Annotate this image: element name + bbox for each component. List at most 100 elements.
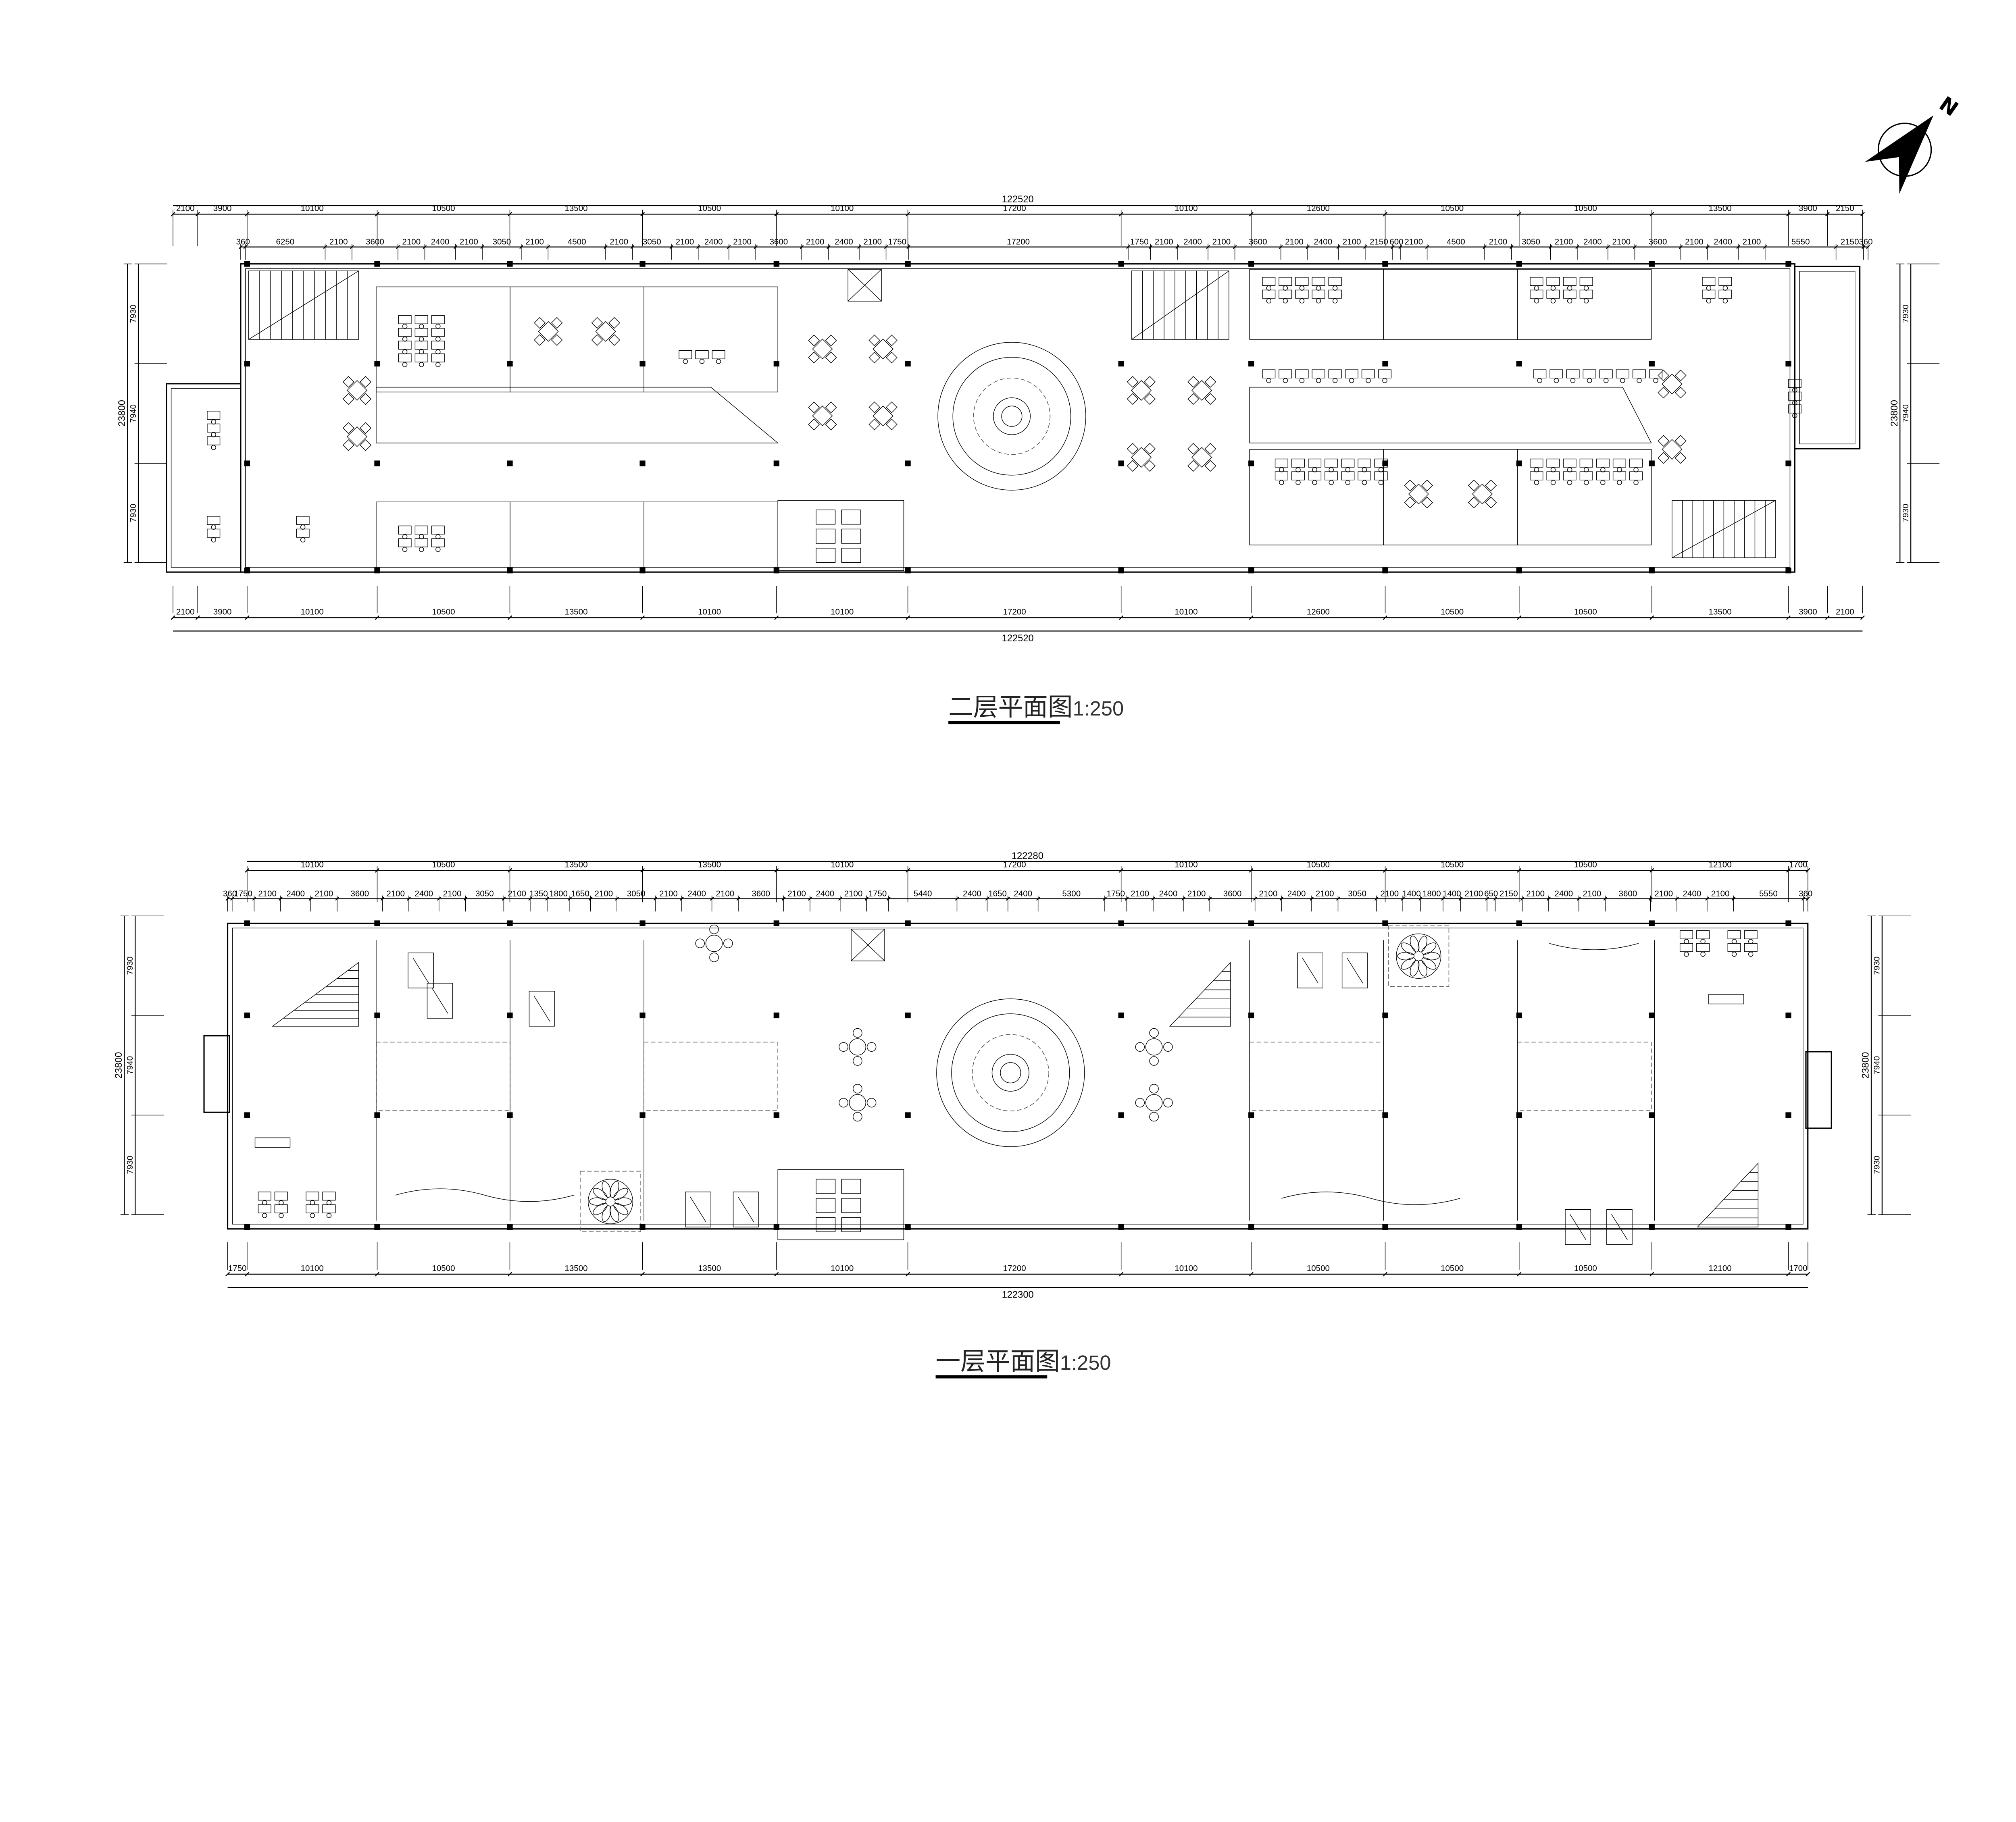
chair [1633,480,1639,485]
dimension-label: 2150 [1500,889,1518,898]
table [812,406,833,426]
dimension-label: 2100 [659,889,678,898]
table [1472,483,1493,505]
column [374,920,380,926]
dimension-label: 5550 [1759,889,1778,898]
chair [1633,467,1639,472]
dimension-label: 5550 [1791,237,1810,246]
second-floor-title-block: 二层平面图 1:250 [948,693,1124,724]
dimension-tick [1119,1272,1124,1277]
sofa-detail [1570,1214,1587,1240]
chair [1653,378,1658,383]
dimension-label: 2100 [863,237,882,246]
column [639,920,646,926]
dimension-label: 2150 [1370,237,1388,246]
dimension-label: 13500 [564,860,587,869]
chair [1570,378,1576,383]
dimension-label: 10100 [831,607,854,616]
chair [1266,378,1271,383]
dimension-label: 1750 [868,889,887,898]
dimension-label: 7930 [1872,1156,1882,1174]
sofa-set [685,1192,711,1227]
leaf [1418,960,1427,977]
chair [885,335,898,346]
dimension-tick [1548,245,1553,249]
square-table-set [1187,376,1216,405]
desk [1262,369,1276,379]
round-table [1145,1094,1163,1111]
round-table [849,1094,866,1111]
chair [1550,480,1556,485]
dimension-tick [1119,868,1124,873]
dimension-label: 4500 [1447,237,1465,246]
dimension-label: 13500 [698,860,721,869]
column [1516,1112,1522,1118]
dimension-label: 4500 [568,237,586,246]
column [244,1012,250,1019]
chair [1204,443,1216,455]
chair [1567,285,1572,291]
chair [1345,480,1351,485]
desk [1291,471,1305,480]
dimension-label: 3050 [643,237,661,246]
staircase [1672,500,1776,558]
leaf [1401,957,1416,970]
dimension-label: 10100 [831,1264,854,1273]
restroom-outline [777,500,904,571]
table [346,426,368,447]
desk [207,411,221,420]
dimension-tick [1208,896,1212,901]
chair [1283,298,1288,304]
column [639,361,646,367]
chair [1144,460,1156,472]
zone [1249,1042,1384,1111]
column [1248,1112,1254,1118]
chair [326,1213,332,1218]
dimension-tick [1675,896,1679,901]
column [1785,1012,1791,1019]
dimension-tick [1249,1272,1254,1277]
atrium-ring [937,342,1086,491]
column [1118,1112,1124,1118]
toilet-stall [841,1217,861,1232]
dimension-tick [1181,896,1185,901]
desk [1612,471,1626,480]
dimension-tick [864,896,869,901]
dimension-tick [375,1272,380,1277]
column [1649,261,1655,267]
dimension-total: 23800 [1889,400,1900,426]
column [1649,568,1655,574]
room [510,286,644,393]
dimension-label: 2400 [415,889,433,898]
column [374,568,380,574]
chair [1792,387,1797,393]
column [507,1224,513,1230]
dimension-tick [1517,212,1522,216]
dimension-label: 7930 [125,1156,135,1174]
column [507,568,513,574]
sofa-detail [1346,957,1363,984]
column [1785,920,1791,926]
dimension-label: 12100 [1709,860,1732,869]
overall-dimension: 122520 [1002,194,1034,205]
desk [207,423,221,433]
dimension-tick [588,896,593,901]
dimension-tick [640,212,645,216]
column [1785,261,1791,267]
column [639,460,646,466]
chair [1700,939,1706,944]
dimension-tick [546,245,550,249]
leaf [602,1181,612,1198]
dimension-label: 1650 [988,889,1007,898]
sofa-set [1341,953,1368,988]
dimension-label: 2100 [1711,889,1730,898]
chair [1583,298,1589,304]
desk [398,538,412,547]
chair [825,352,837,364]
dimension-tick [1520,896,1524,901]
chair [716,359,721,364]
chair [1620,378,1625,383]
desk [414,315,428,324]
dimension-tick [507,1272,512,1277]
dimension-label: 3600 [366,237,384,246]
